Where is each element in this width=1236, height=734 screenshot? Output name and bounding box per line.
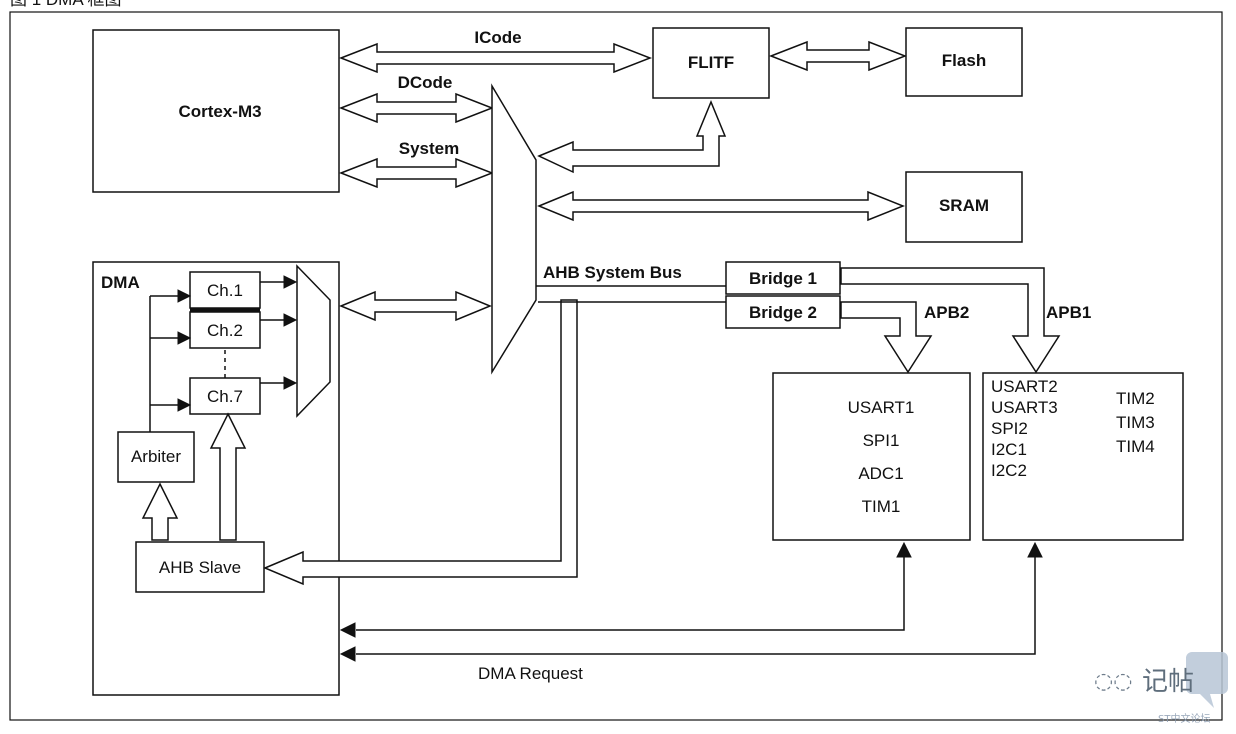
cortex-m3-block	[92, 29, 340, 193]
apb2-peripheral-3: TIM1	[862, 497, 901, 516]
ahb-slave-bus-arrow	[263, 299, 578, 586]
slave-ch7-arrow	[209, 412, 247, 541]
matrix-flitf-arrow	[537, 100, 727, 174]
ch1-mux-arrowhead	[283, 275, 298, 289]
dcode-label: DCode	[398, 73, 453, 92]
bus-matrix	[491, 83, 537, 375]
flash-label: Flash	[942, 51, 986, 70]
sram-block	[905, 171, 1023, 243]
channel-7-label: Ch.7	[207, 387, 243, 406]
channel-2-box	[189, 311, 261, 349]
figure-caption: 图 1 DMA 框图	[10, 0, 121, 9]
flitf-block	[652, 27, 770, 99]
apb2-dma-request-line	[356, 556, 905, 631]
apb2-peripherals-block	[772, 372, 971, 541]
flitf-label: FLITF	[688, 53, 734, 72]
bridge-1-label: Bridge 1	[749, 269, 817, 288]
dma-mux	[296, 264, 331, 418]
ch7-mux-arrowhead	[283, 376, 298, 390]
chat-bubble-icon	[1186, 652, 1228, 708]
apb1-peripheral-left-0: USART2	[991, 377, 1058, 396]
arbiter-ch1-arrowhead	[177, 289, 192, 303]
cortex-m3-label: Cortex-M3	[178, 102, 261, 121]
apb1-bus-arrow	[840, 267, 1061, 374]
channel-7-box	[189, 377, 261, 415]
apb1-peripherals-block	[982, 372, 1184, 541]
apb2-dma-request-head	[896, 541, 912, 558]
bridge-1-box	[725, 261, 841, 295]
ch2-mux-arrowhead	[283, 313, 298, 327]
apb1-peripheral-right-1: TIM3	[1116, 413, 1155, 432]
slave-arbiter-arrow	[141, 482, 179, 541]
sram-label: SRAM	[939, 196, 989, 215]
system-bus-arrow	[338, 157, 495, 189]
channel-2-label: Ch.2	[207, 321, 243, 340]
ahb-slave-label: AHB Slave	[159, 558, 241, 577]
icode-label: ICode	[474, 28, 521, 47]
apb2-peripheral-0: USART1	[848, 398, 915, 417]
ahb-system-bus-label: AHB System Bus	[543, 263, 682, 282]
icode-bus-arrow	[338, 42, 653, 74]
watermark-sub: ST中文论坛	[1158, 712, 1210, 725]
watermark: ◌◌ 记帖 ST中文论坛	[1094, 652, 1228, 725]
arbiter-box	[117, 431, 195, 483]
system-label: System	[399, 139, 459, 158]
matrix-sram-arrow	[537, 190, 906, 222]
apb1-dma-request-head	[1027, 541, 1043, 558]
apb1-peripheral-left-3: I2C1	[991, 440, 1027, 459]
dma-matrix-arrow	[339, 290, 492, 322]
apb1-peripheral-left-1: USART3	[991, 398, 1058, 417]
arbiter-label: Arbiter	[131, 447, 181, 466]
dma-request-arrowhead-2	[339, 646, 356, 662]
figure-frame	[9, 11, 1223, 721]
dma-label: DMA	[101, 273, 140, 292]
arbiter-ch7-arrowhead	[177, 398, 192, 412]
apb2-label: APB2	[924, 303, 969, 322]
apb1-peripheral-left-2: SPI2	[991, 419, 1028, 438]
apb2-peripheral-2: ADC1	[858, 464, 903, 483]
dcode-bus-arrow	[338, 92, 495, 124]
apb1-label: APB1	[1046, 303, 1091, 322]
arbiter-ch2-arrowhead	[177, 331, 192, 345]
watermark-main: 记帖	[1142, 667, 1194, 697]
ahb-slave-box	[135, 541, 265, 593]
apb2-peripheral-1: SPI1	[863, 431, 900, 450]
bridge-2-label: Bridge 2	[749, 303, 817, 322]
apb1-dma-request-line	[356, 556, 1036, 655]
apb1-peripheral-right-2: TIM4	[1116, 437, 1155, 456]
dma-request-arrowhead-1	[339, 622, 356, 638]
wechat-icon: ◌◌	[1094, 669, 1132, 694]
apb2-bus-arrow	[840, 301, 933, 374]
apb1-peripheral-right-0: TIM2	[1116, 389, 1155, 408]
apb1-peripheral-left-4: I2C2	[991, 461, 1027, 480]
flash-block	[905, 27, 1023, 97]
bridge-2-box	[725, 295, 841, 329]
flitf-flash-arrow	[768, 40, 908, 72]
channel-1-label: Ch.1	[207, 281, 243, 300]
dma-request-label: DMA Request	[478, 664, 583, 683]
channel-1-box	[189, 271, 261, 309]
